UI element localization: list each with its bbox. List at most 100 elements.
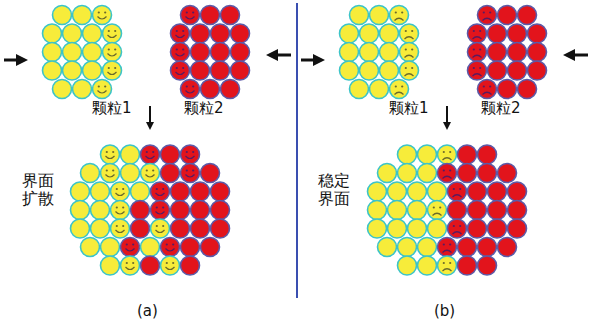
eye [116, 206, 118, 208]
eye [186, 151, 188, 153]
particle-2 [498, 164, 517, 183]
particle-1 [418, 145, 437, 164]
eye [132, 243, 134, 245]
particle-1 [83, 24, 102, 43]
eye [116, 188, 118, 190]
particle-2 [458, 238, 477, 257]
eye [443, 151, 445, 153]
particle-2 [211, 182, 230, 201]
mouth [186, 175, 195, 178]
particle-2 [508, 201, 527, 220]
particle-2 [221, 6, 240, 25]
particle-2 [171, 201, 190, 220]
particle-1 [93, 6, 112, 25]
particle-2 [161, 164, 180, 183]
particle-1 [71, 201, 90, 220]
eye [449, 151, 451, 153]
particle-1 [388, 219, 407, 238]
particle-2 [508, 219, 527, 238]
particle-1 [418, 164, 437, 183]
particle-2 [191, 24, 210, 43]
particle-1 [438, 145, 457, 164]
particle-1 [370, 80, 389, 99]
particle-1 [378, 164, 397, 183]
mouth [443, 158, 452, 160]
particle-2 [468, 61, 487, 80]
mouth [146, 156, 155, 159]
particle-1 [390, 80, 409, 99]
particle-1 [53, 6, 72, 25]
particle-1 [408, 201, 427, 220]
particle-2 [211, 219, 230, 238]
eye [449, 243, 451, 245]
particle-2 [478, 6, 497, 25]
eye [152, 151, 154, 153]
happy-face [146, 169, 155, 177]
eye [395, 11, 397, 13]
eye [443, 169, 445, 171]
particle-1 [111, 182, 130, 201]
mouth [156, 193, 165, 196]
mouth [176, 35, 185, 38]
mouth [108, 72, 117, 75]
mouth [443, 269, 452, 271]
eye [186, 11, 188, 13]
particle-label: 颗粒1 [92, 100, 132, 117]
mouth [473, 74, 482, 76]
particle-1 [71, 219, 90, 238]
particle-2 [171, 182, 190, 201]
particle-2 [161, 238, 180, 257]
eye [176, 48, 178, 50]
mouth [108, 35, 117, 38]
particle-1 [408, 182, 427, 201]
particle-1 [428, 219, 447, 238]
happy-face [116, 206, 125, 214]
particle-2 [181, 145, 200, 164]
particle-2 [201, 164, 220, 183]
particle-2 [448, 182, 467, 201]
mouth [166, 249, 175, 252]
sad-face [453, 188, 462, 197]
particle-1 [63, 61, 82, 80]
particle-2 [171, 24, 190, 43]
particle-1 [131, 182, 150, 201]
particle-1 [340, 43, 359, 62]
eye [104, 85, 106, 87]
particle-1 [53, 80, 72, 99]
particle-2 [508, 61, 527, 80]
eye [479, 67, 481, 69]
particle-2 [518, 6, 537, 25]
particle-label: 颗粒2 [184, 100, 224, 117]
mouth [433, 213, 442, 215]
particle-1 [428, 201, 447, 220]
eye [112, 169, 114, 171]
eye [405, 48, 407, 50]
mouth [156, 230, 165, 233]
particle-1 [121, 164, 140, 183]
eye [473, 48, 475, 50]
particle-1 [161, 256, 180, 275]
eye [192, 169, 194, 171]
particle-2 [201, 238, 220, 257]
eye [182, 67, 184, 69]
particle-1 [400, 24, 419, 43]
particle-1 [398, 164, 417, 183]
eye [98, 11, 100, 13]
panel-label: (b) [434, 303, 455, 320]
eye [186, 85, 188, 87]
happy-face [186, 169, 195, 177]
eye [473, 67, 475, 69]
eye [162, 225, 164, 227]
eye [439, 206, 441, 208]
particle-1 [428, 182, 447, 201]
particle-2 [498, 6, 517, 25]
particle-1 [81, 164, 100, 183]
happy-face [108, 67, 117, 75]
particle-1 [121, 145, 140, 164]
particle-1 [398, 145, 417, 164]
particle-1 [388, 182, 407, 201]
particle-1 [398, 256, 417, 275]
particle-1 [101, 145, 120, 164]
mouth [116, 212, 125, 215]
